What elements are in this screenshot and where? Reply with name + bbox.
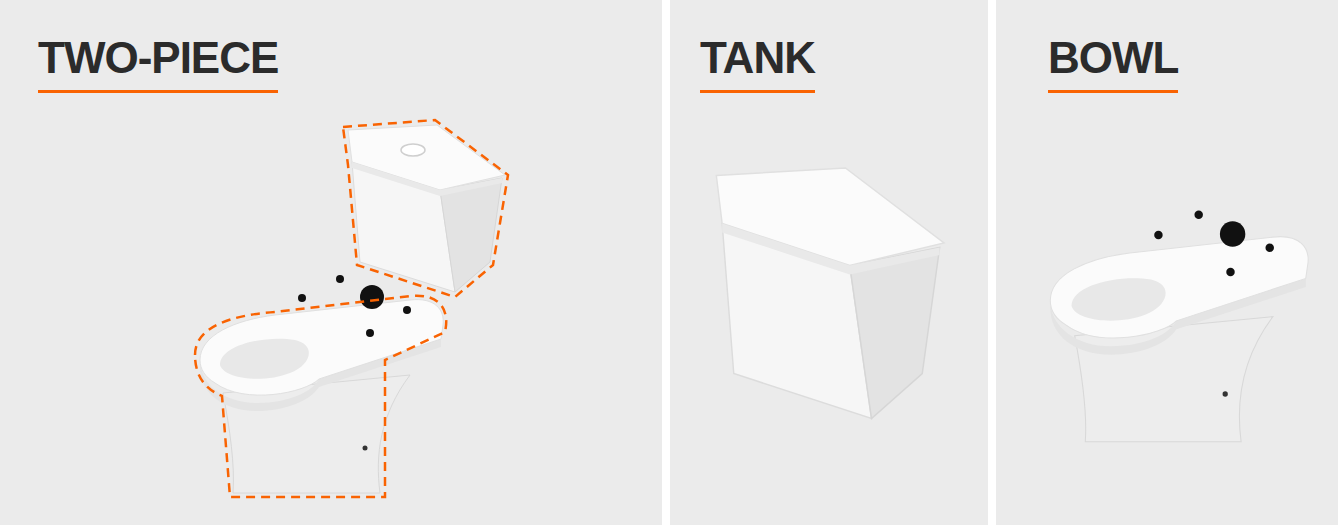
bowl-drawing	[1050, 211, 1308, 442]
panel-ground	[670, 0, 988, 525]
bowl-drawing	[200, 275, 443, 493]
dashed-outline	[343, 120, 508, 297]
tank-drawing	[716, 168, 944, 419]
panel: BOWL	[996, 0, 1338, 525]
dashed-outline	[195, 296, 446, 497]
panel-ground	[996, 0, 1338, 525]
panel-heading: TWO-PIECE	[38, 36, 278, 93]
tank-drawing	[348, 125, 505, 292]
panel-heading: BOWL	[1048, 36, 1178, 93]
panel-ground	[0, 0, 662, 525]
panel: TANK	[670, 0, 988, 525]
panel-heading: TANK	[700, 36, 815, 93]
panel: TWO-PIECE	[0, 0, 662, 525]
